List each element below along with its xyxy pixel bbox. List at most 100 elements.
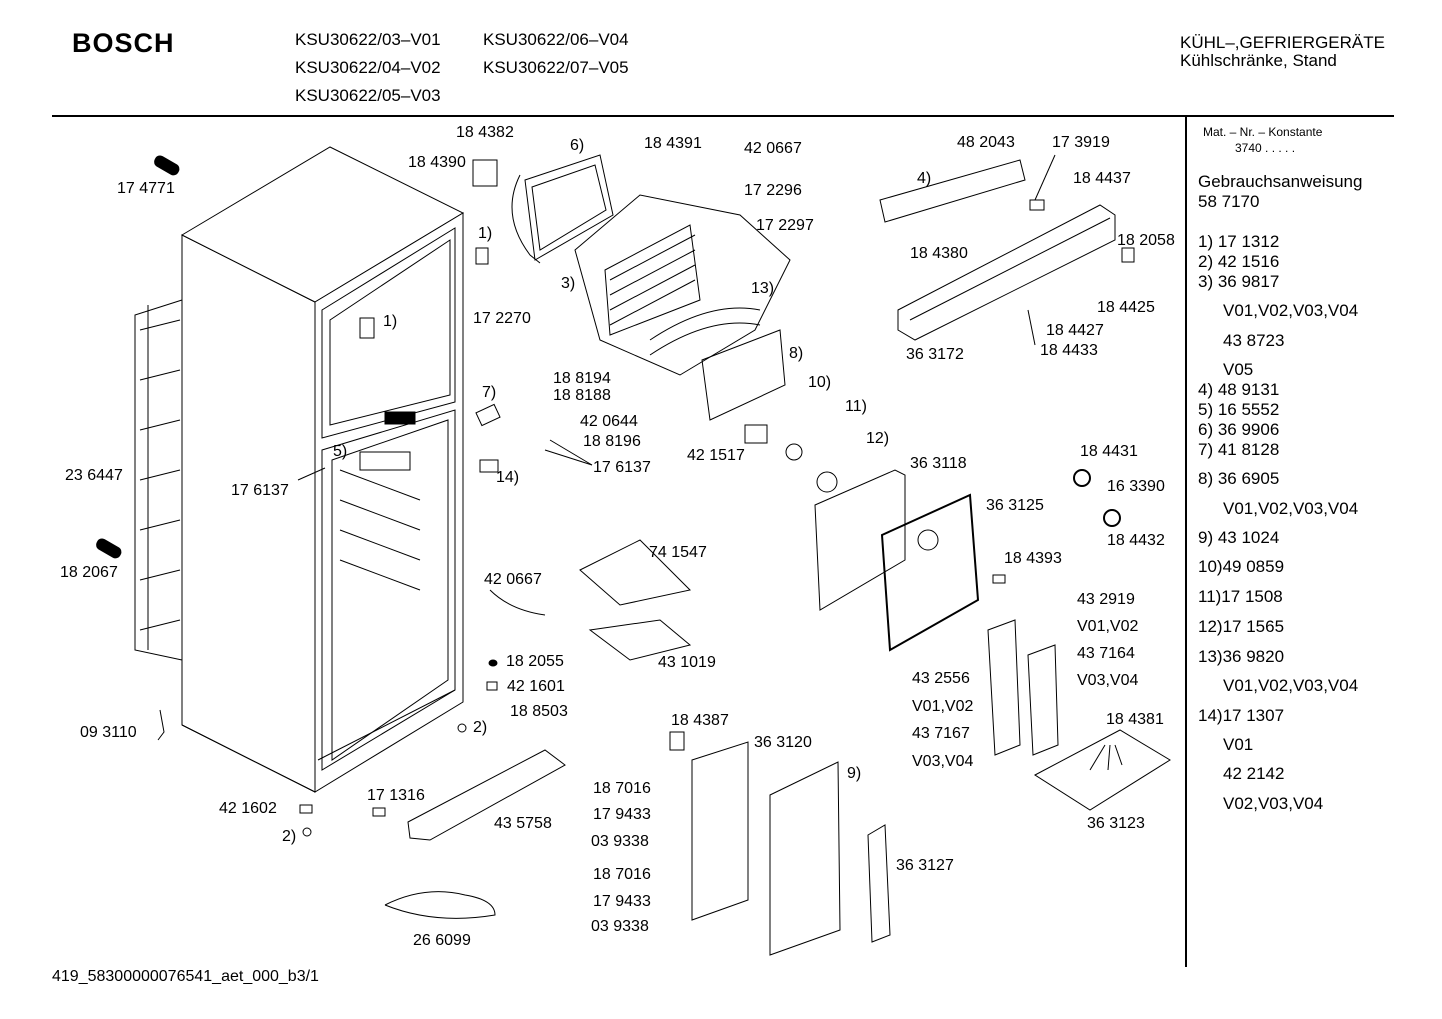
part-label: 9) (847, 765, 862, 782)
part-label: 6) (570, 137, 585, 154)
sidebar-line: 12)17 1565 (1198, 617, 1285, 636)
back-plate (701, 329, 786, 421)
model-number: KSU30622/06–V04 (483, 30, 629, 49)
part-184393 (992, 574, 1006, 584)
part-label: 14) (496, 469, 520, 486)
material-number-value: 3740 . . . . . (1235, 141, 1296, 155)
part-label: 42 0667 (484, 571, 542, 588)
part-173919 (1029, 199, 1045, 211)
part-label: 12) (866, 430, 890, 447)
part-label: 18 4390 (408, 154, 466, 171)
part-label: 43 2556 (912, 670, 970, 687)
part-174771 (154, 155, 180, 176)
document-id: 419_58300000076541_aet_000_b3/1 (52, 968, 319, 985)
leader-line (1107, 744, 1111, 771)
fridge-door-panel (769, 761, 841, 956)
part-label: 16 3390 (1107, 478, 1165, 495)
evaporator-frame (511, 154, 614, 264)
model-number: KSU30622/03–V01 (295, 30, 441, 49)
category-subtitle: Kühlschränke, Stand (1180, 51, 1337, 70)
sidebar-line: 4) 48 9131 (1198, 380, 1280, 399)
fan-motor (785, 443, 803, 461)
part-label: 17 3919 (1052, 134, 1110, 151)
part-171316 (372, 807, 386, 817)
air-duct-panel (814, 469, 906, 611)
leader-line (544, 449, 593, 466)
sidebar-line: 8) 36 6905 (1198, 469, 1280, 488)
part-label: 18 8194 (553, 370, 611, 387)
part-label: 11) (845, 398, 867, 415)
screw-icon (302, 827, 312, 837)
model-number: KSU30622/04–V02 (295, 58, 441, 77)
sidebar-line: 14)17 1307 (1198, 706, 1285, 725)
part-label: 17 2270 (473, 310, 531, 327)
part-label: 17 9433 (593, 806, 651, 823)
part-label: 18 7016 (593, 780, 651, 797)
sidebar-line: V05 (1223, 360, 1254, 379)
sidebar-line: 7) 41 8128 (1198, 440, 1280, 459)
part-label: 43 1019 (658, 654, 716, 671)
part-label: 36 3120 (754, 734, 812, 751)
sidebar-line: 13)36 9820 (1198, 647, 1285, 666)
part-label: 17 2297 (756, 217, 814, 234)
part-label: 26 6099 (413, 932, 471, 949)
sidebar-line: 43 8723 (1223, 331, 1285, 350)
part-421601 (486, 681, 498, 691)
bottom-tray (1034, 729, 1171, 811)
part-label: 18 4431 (1080, 443, 1138, 460)
part-label: 43 5758 (494, 815, 552, 832)
inner-panel (880, 493, 980, 652)
part-label: 18 2067 (60, 564, 118, 581)
brand-logo: BOSCH (72, 28, 175, 58)
leader-line (1089, 744, 1106, 771)
part-label: 43 7167 (912, 725, 970, 742)
part-label: 18 4425 (1097, 299, 1155, 316)
sidebar-line: 1) 17 1312 (1198, 232, 1280, 251)
refrigerator-cabinet (180, 146, 465, 793)
part-label: 17 4771 (117, 180, 175, 197)
model-number: KSU30622/07–V05 (483, 58, 629, 77)
part-label: 4) (917, 170, 932, 187)
part-184390 (472, 159, 498, 187)
part-label: 18 4433 (1040, 342, 1098, 359)
part-label: 17 6137 (231, 482, 289, 499)
leader-line (1027, 309, 1036, 346)
sidebar-line: 10)49 0859 (1198, 557, 1285, 576)
part-184387 (669, 731, 685, 751)
part-label: 7) (482, 384, 497, 401)
material-number-header: Mat. – Nr. – Konstante (1203, 125, 1323, 139)
part-label: 3) (561, 275, 576, 292)
part-label: 17 6137 (593, 459, 651, 476)
fan-cover (579, 539, 692, 606)
part-182055 (488, 659, 498, 667)
part-label: 18 4381 (1106, 711, 1164, 728)
part-label: V01,V02 (912, 698, 974, 715)
part-label: 48 2043 (957, 134, 1015, 151)
part-184431 (1073, 469, 1091, 487)
part-label: 1) (383, 313, 398, 330)
part-label: V03,V04 (1077, 672, 1139, 689)
part-label: V03,V04 (912, 753, 974, 770)
condenser-grille (134, 299, 183, 661)
part-label: 36 3172 (906, 346, 964, 363)
part-label: 18 8196 (583, 433, 641, 450)
part-label: 8) (789, 345, 804, 362)
handle (407, 749, 566, 841)
part-label: 18 4427 (1046, 322, 1104, 339)
sidebar-line: 9) 43 1024 (1198, 528, 1280, 547)
part-label: 18 4393 (1004, 550, 1062, 567)
sidebar-line: 3) 36 9817 (1198, 272, 1280, 291)
part-093110 (157, 709, 165, 741)
part-label: 23 6447 (65, 467, 123, 484)
part-label: 09 3110 (80, 724, 137, 741)
part-14 (479, 459, 499, 473)
part-184432 (1103, 509, 1121, 527)
part-label: 36 3123 (1087, 815, 1145, 832)
freezer-door-panel (691, 741, 749, 921)
door-shelf-right (1027, 644, 1059, 756)
part-label: 13) (751, 280, 775, 297)
part-label: 36 3127 (896, 857, 954, 874)
header-divider (52, 115, 1394, 117)
control-panel-board (879, 159, 1026, 223)
